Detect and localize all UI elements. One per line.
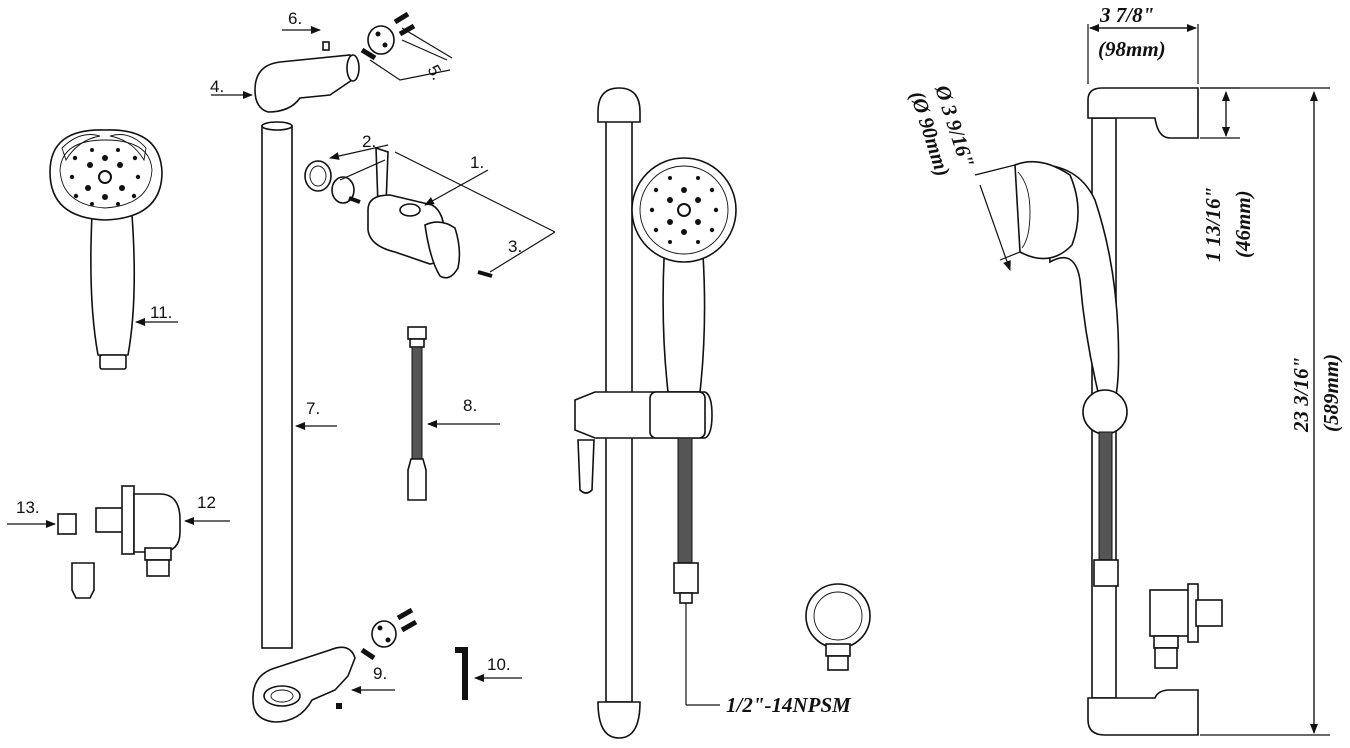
dim-thread: 1/2"-14NPSM (726, 693, 852, 717)
label-part-1: 1. (470, 153, 484, 172)
label-part-4: 4. (210, 77, 224, 96)
label-part-9: 9. (373, 664, 387, 683)
allen-key-part (455, 647, 468, 700)
slide-holder-part (367, 146, 493, 279)
label-part-5: 5. (424, 62, 448, 84)
hand-shower-part (49, 129, 163, 370)
dim-bracket-in: 1 13/16" (1201, 187, 1225, 262)
label-part-13: 13. (16, 498, 40, 517)
label-part-2: 2. (362, 132, 376, 151)
label-part-12: 12 (197, 493, 216, 512)
dim-bracket-mm: (46mm) (1231, 190, 1255, 258)
holder-rings-part (304, 160, 361, 204)
label-part-6: 6. (288, 9, 302, 28)
label-part-8: 8. (463, 396, 477, 415)
wall-elbow-part (95, 485, 181, 577)
label-part-11: 11. (150, 303, 172, 322)
label-part-7: 7. (306, 399, 320, 418)
dim-width-in: 3 7/8" (1099, 3, 1154, 27)
exploded-view (49, 11, 493, 723)
dim-height-in: 23 3/16" (1289, 357, 1313, 433)
label-part-10: 10. (487, 655, 511, 674)
part-labels: 1. 2. 3. 4. 5. 6. 7. 8. 9. 10. 11. 12 13… (16, 9, 522, 683)
slide-bar-part (261, 121, 293, 649)
adapter-part (57, 513, 95, 599)
hose-part (407, 326, 427, 501)
bottom-bracket-part (252, 607, 418, 723)
dim-height-mm: (589mm) (1319, 354, 1343, 432)
dim-width-mm: (98mm) (1098, 37, 1166, 61)
front-view (574, 87, 871, 739)
leader-lines (7, 26, 556, 694)
side-view (1014, 87, 1223, 736)
top-bracket-part (254, 41, 360, 113)
label-part-3: 3. (508, 237, 522, 256)
wall-mount-top-part (360, 11, 416, 61)
dimension-lines (974, 24, 1330, 736)
